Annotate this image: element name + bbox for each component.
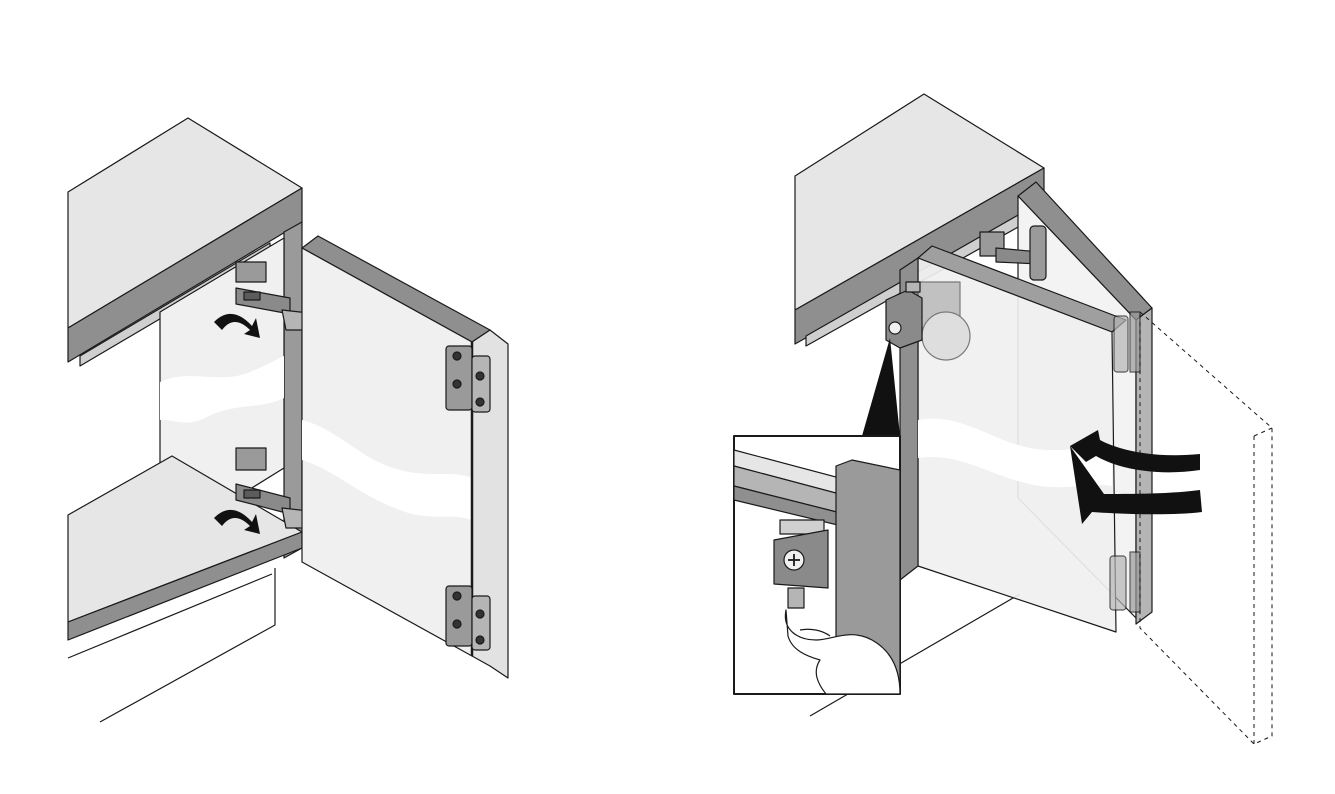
hinge-plate	[1109, 555, 1127, 611]
left-figure-hinge-release	[67, 117, 509, 723]
floor-line-left	[99, 568, 276, 723]
hinge-plate	[1129, 311, 1141, 373]
door-hinge-block	[885, 281, 923, 349]
bottom-shelf-under	[67, 573, 273, 659]
callout-pointer	[862, 338, 900, 436]
screw-icon	[475, 635, 485, 645]
release-arrow-upper-icon	[214, 313, 260, 338]
screw-icon	[452, 351, 462, 361]
detail-inset	[733, 435, 901, 695]
hinge-block	[885, 289, 923, 349]
hinge-cup-plate	[1029, 225, 1047, 281]
hinge-latch	[243, 291, 261, 301]
hinge-mount-plate	[235, 447, 267, 471]
right-figure-door-fold	[733, 93, 1273, 745]
screw-icon	[452, 619, 462, 629]
hinge-plate	[471, 355, 491, 413]
hinge-latch	[243, 489, 261, 499]
screw-icon	[475, 371, 485, 381]
hinge-plate	[1129, 551, 1141, 613]
screw-icon	[452, 379, 462, 389]
hinge-plate	[471, 595, 491, 651]
ghost-door-top	[1253, 427, 1273, 437]
screw-icon	[888, 321, 902, 335]
screw-icon	[475, 397, 485, 407]
top-hinge-assembly	[979, 225, 1047, 281]
finger-line	[799, 628, 831, 637]
ghost-door-outline	[1139, 311, 1273, 745]
inset-hinge-pin	[787, 587, 805, 609]
screw-icon	[452, 591, 462, 601]
screw-icon	[475, 609, 485, 619]
door-hinge-plate-upper	[445, 345, 491, 413]
door-hinge-plate-lower	[445, 585, 491, 651]
hinge-cup	[921, 311, 971, 361]
fold-direction-arrow-icon	[1070, 430, 1202, 524]
side-hinge-upper	[1113, 311, 1141, 373]
hinge-mount-plate	[235, 261, 267, 283]
bottom-shelf-surface	[67, 455, 303, 623]
hinge-plate	[1113, 315, 1129, 373]
inset-hinge-cap	[779, 519, 825, 535]
side-hinge-lower	[1109, 551, 1141, 613]
floor-line-right	[809, 593, 1021, 717]
glare-stripe-door	[918, 418, 1112, 488]
glare-stripe-door	[302, 420, 472, 520]
glare-stripe-left	[160, 356, 284, 423]
hand-icon	[784, 609, 901, 695]
release-arrow-lower-icon	[214, 509, 260, 534]
hinge-pin	[905, 281, 921, 293]
